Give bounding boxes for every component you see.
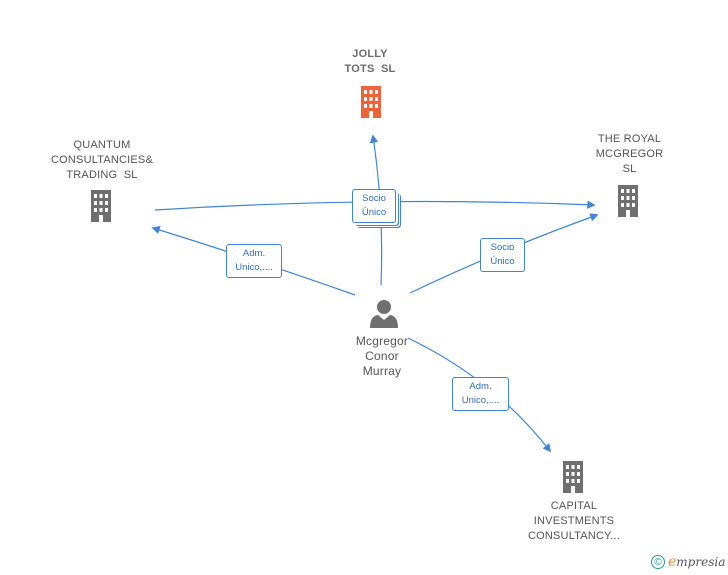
- node-label-line: CONSULTANCY...: [527, 530, 621, 542]
- node-label-quantum[interactable]: QUANTUM CONSULTANCIES& TRADING SL: [37, 138, 167, 183]
- node-label-capital[interactable]: CAPITAL INVESTMENTS CONSULTANCY...: [515, 499, 633, 544]
- node-label-line: CAPITAL: [550, 500, 598, 512]
- node-label-line: Mcgregor: [355, 334, 409, 348]
- brand-logo: empresia: [668, 554, 725, 570]
- empresia-watermark[interactable]: © empresia: [651, 554, 725, 570]
- brand-initial: e: [668, 554, 677, 570]
- node-label-jolly-tots[interactable]: JOLLY TOTS SL: [320, 47, 420, 77]
- building-icon[interactable]: [91, 190, 111, 222]
- node-label-royal-mcgregor[interactable]: THE ROYAL MCGREGOR SL: [578, 132, 681, 177]
- edge-label-adm-quantum[interactable]: Adm. Unico,....: [226, 244, 282, 278]
- edge-label-line: Único: [490, 256, 515, 267]
- node-label-line: TOTS SL: [344, 63, 396, 75]
- node-label-line: TRADING SL: [66, 169, 138, 181]
- building-icon[interactable]: [618, 185, 638, 217]
- node-label-line: INVESTMENTS: [533, 515, 615, 527]
- node-label-line: JOLLY: [352, 48, 388, 60]
- edge-label-line: Único: [361, 207, 387, 218]
- building-icon[interactable]: [361, 86, 381, 118]
- person-icon[interactable]: [370, 300, 398, 328]
- node-label-line: SL: [622, 163, 637, 175]
- node-label-line: THE ROYAL: [597, 133, 662, 145]
- edge-label-line: Adm.: [242, 248, 266, 259]
- edge-label-socio-royal[interactable]: Socio Único: [480, 238, 525, 272]
- edge-label-line: Socio: [490, 242, 515, 253]
- edge-label-line: Socio: [362, 193, 386, 204]
- node-label-line: Murray: [362, 364, 402, 378]
- edge-label-line: Unico,....: [461, 395, 500, 406]
- brand-name: mpresia: [676, 555, 726, 569]
- node-label-line: QUANTUM: [73, 139, 131, 151]
- copyright-icon: ©: [651, 555, 665, 569]
- edge-label-line: Adm.: [469, 381, 492, 392]
- node-label-line: CONSULTANCIES&: [50, 154, 154, 166]
- building-icon[interactable]: [563, 461, 583, 493]
- edge-label-adm-capital[interactable]: Adm. Unico,....: [452, 377, 509, 411]
- edge-label-line: Unico,....: [235, 262, 273, 273]
- node-label-person[interactable]: Mcgregor Conor Murray: [340, 334, 424, 379]
- node-label-line: Conor: [365, 349, 399, 363]
- node-label-line: MCGREGOR: [595, 148, 664, 160]
- edge-label-socio-center[interactable]: Socio Único: [352, 189, 396, 223]
